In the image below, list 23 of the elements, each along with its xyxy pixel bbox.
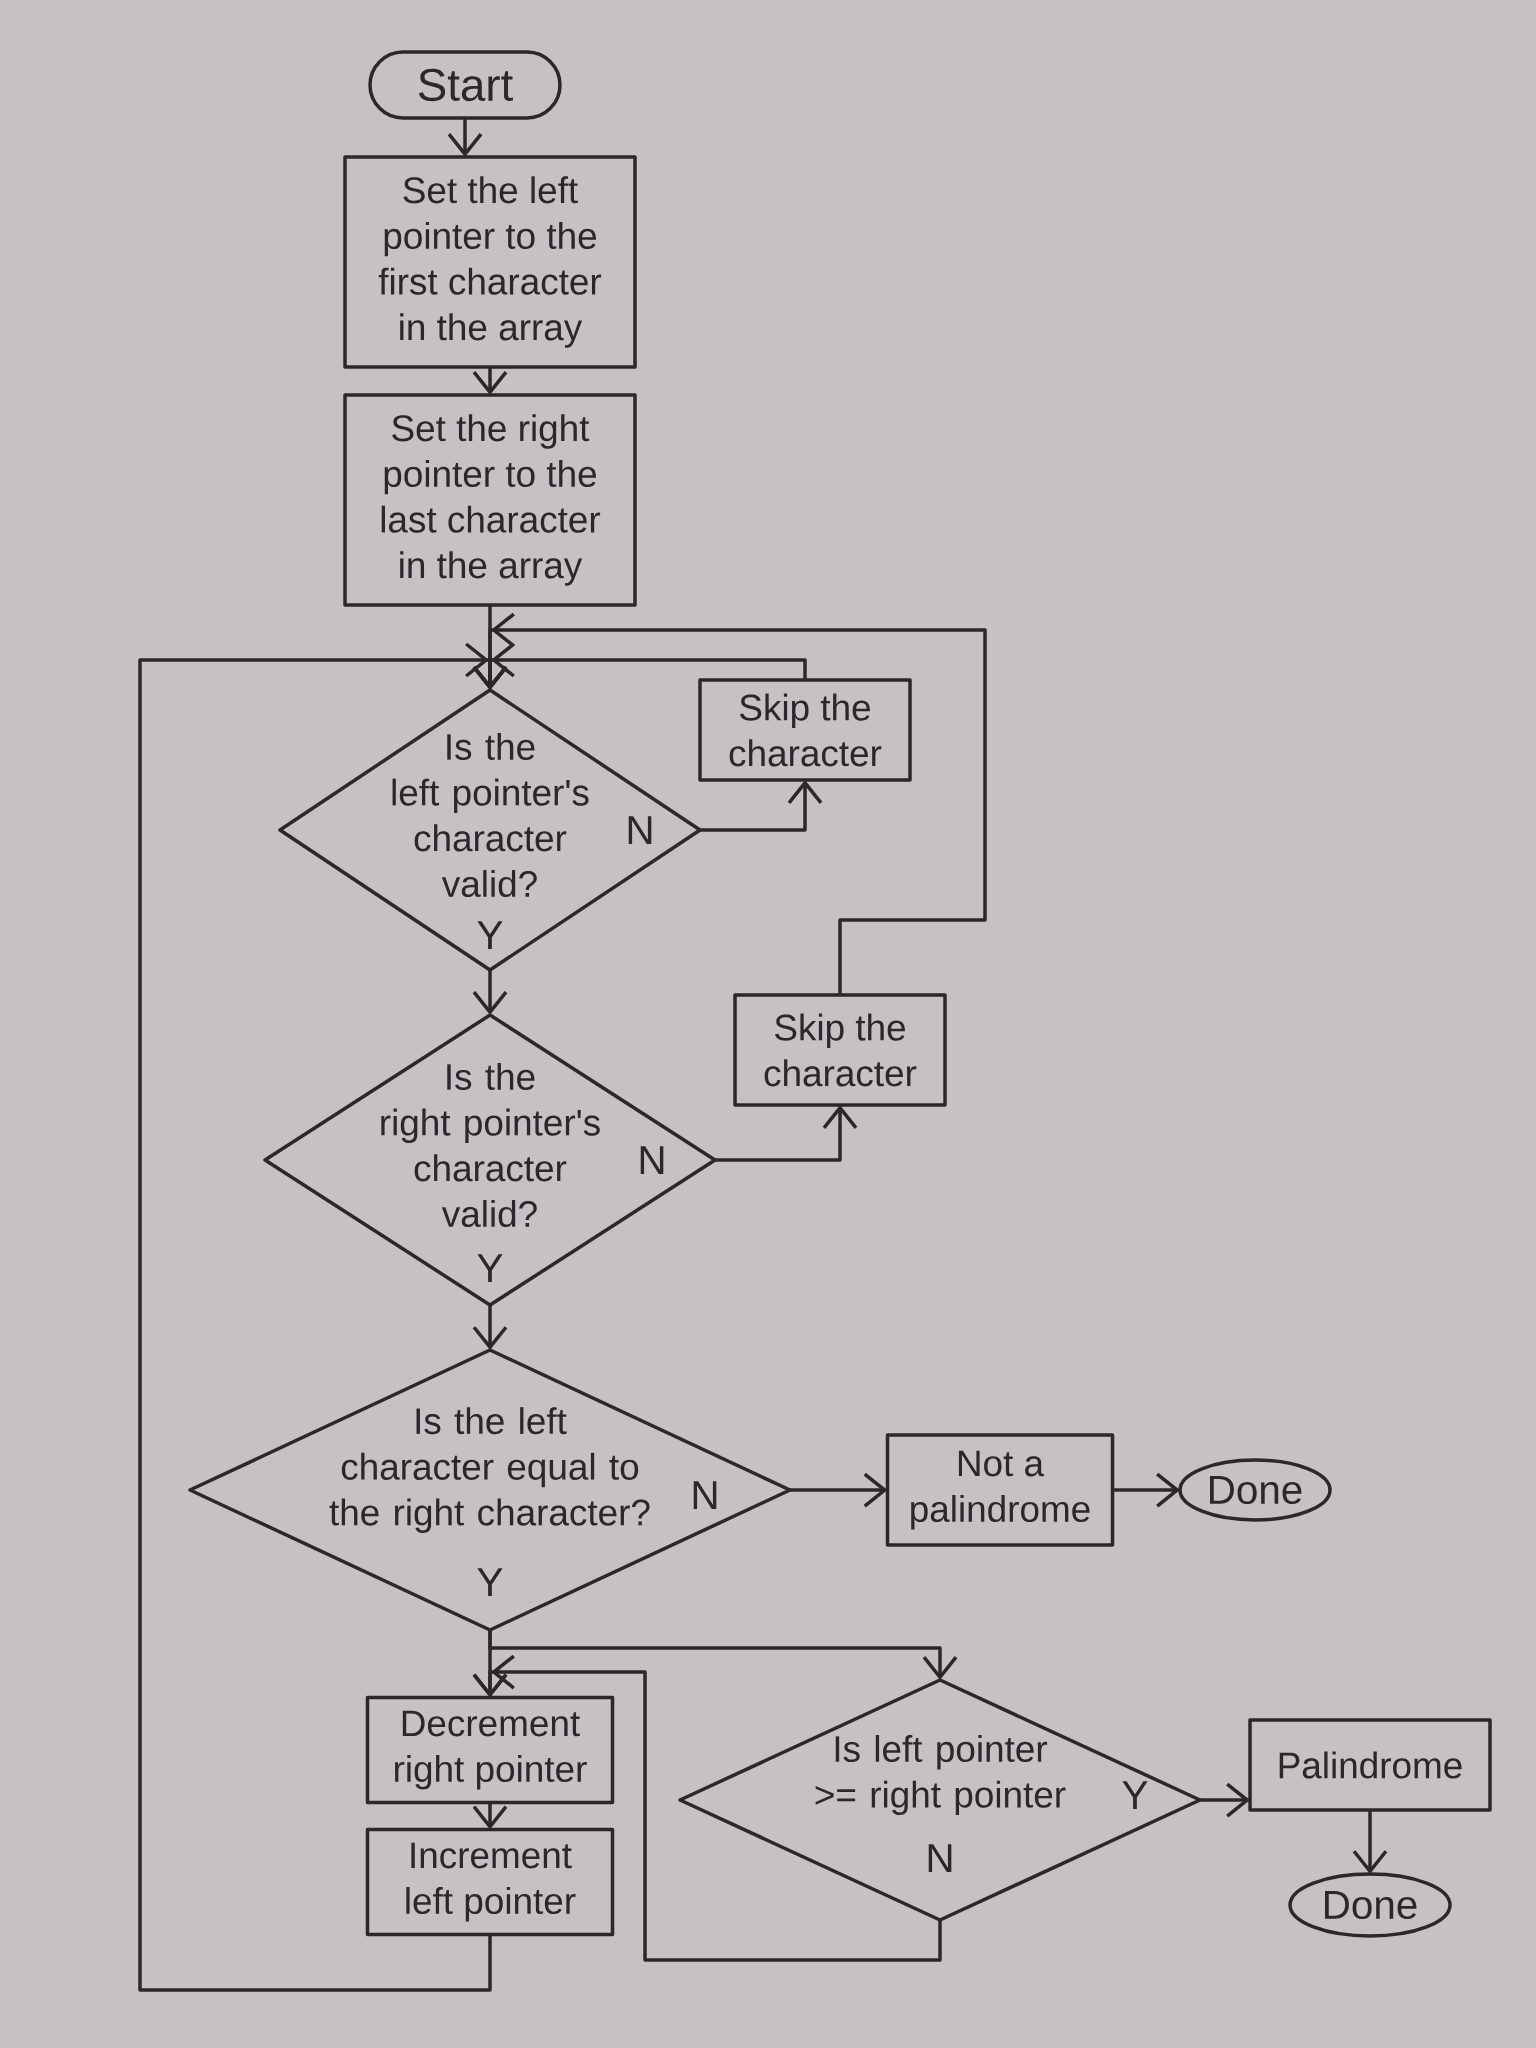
edge-label: Y (477, 1254, 503, 1282)
edge-label: Y (477, 1568, 503, 1596)
edge-label: N (928, 1844, 952, 1872)
edge-label: Y (1122, 1781, 1148, 1809)
process-box: Set the left pointer to the first character in the array (343, 155, 637, 369)
arrow (138, 642, 508, 1992)
process-box: Set the right pointer to the last character in the array (343, 393, 637, 607)
process-box: Not a palindrome (885, 1433, 1115, 1547)
process-box: Increment left pointer (365, 1827, 615, 1937)
process-box: Skip the character (698, 678, 912, 782)
process-box: Palindrome (1248, 1718, 1492, 1812)
arrow (790, 1472, 888, 1508)
edge-label: N (640, 1146, 664, 1174)
process-box: Decrement right pointer (365, 1695, 615, 1805)
edge-label: Y (477, 921, 503, 949)
process-box: Skip the character (733, 993, 947, 1107)
arrow (715, 1105, 858, 1162)
arrow (472, 1654, 942, 1962)
arrow (700, 780, 823, 832)
terminal-oval: Done (1178, 1458, 1332, 1522)
edge-label: N (628, 816, 652, 844)
edge-label: N (693, 1481, 717, 1509)
terminal-oval: Done (1288, 1872, 1452, 1938)
